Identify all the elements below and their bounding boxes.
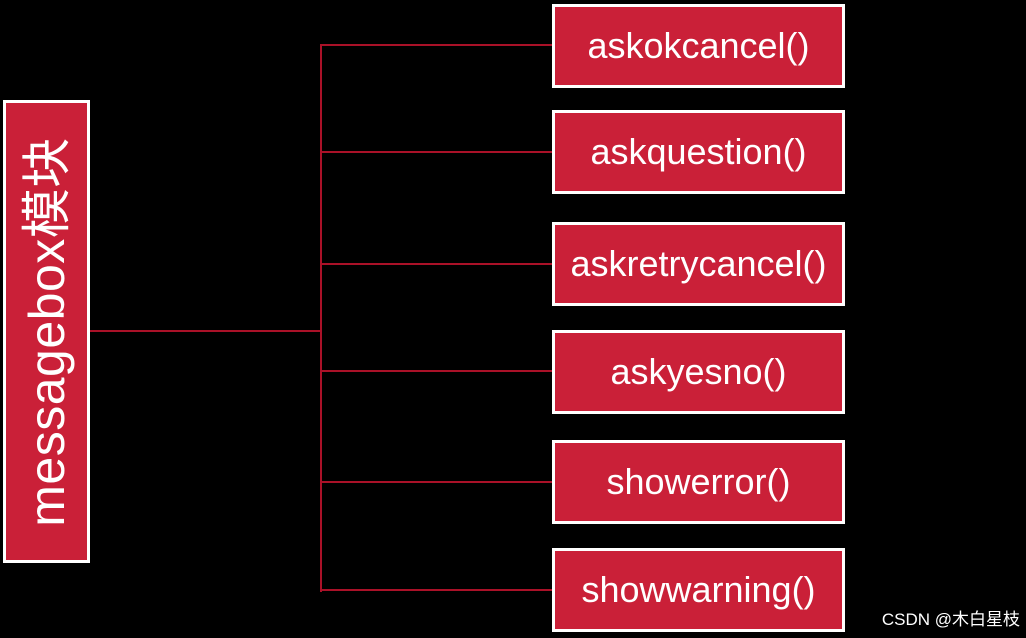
connector-branch-askokcancel [320, 44, 552, 46]
node-askretrycancel-label: askretrycancel() [570, 243, 827, 284]
node-askquestion-label: askquestion() [590, 131, 807, 172]
connector-branch-askyesno [320, 370, 552, 372]
connector-branch-showwarning [320, 589, 552, 591]
connector-branch-askretrycancel [320, 263, 552, 265]
node-askquestion: askquestion() [552, 110, 845, 194]
node-showerror: showerror() [552, 440, 845, 524]
node-askyesno: askyesno() [552, 330, 845, 414]
root-node-label: messagebox模块 [18, 136, 75, 527]
node-askokcancel: askokcancel() [552, 4, 845, 88]
connector-branch-showerror [320, 481, 552, 483]
connector-branch-askquestion [320, 151, 552, 153]
node-askretrycancel: askretrycancel() [552, 222, 845, 306]
connector-stem [90, 330, 321, 332]
node-askokcancel-label: askokcancel() [587, 25, 810, 66]
node-askyesno-label: askyesno() [610, 351, 787, 392]
node-showwarning-label: showwarning() [581, 569, 816, 610]
watermark-text: CSDN @木白星枝 [881, 610, 1020, 629]
node-showwarning: showwarning() [552, 548, 845, 632]
node-messagebox-module: messagebox模块 [3, 100, 90, 563]
connector-trunk [320, 44, 322, 592]
node-showerror-label: showerror() [606, 461, 791, 502]
